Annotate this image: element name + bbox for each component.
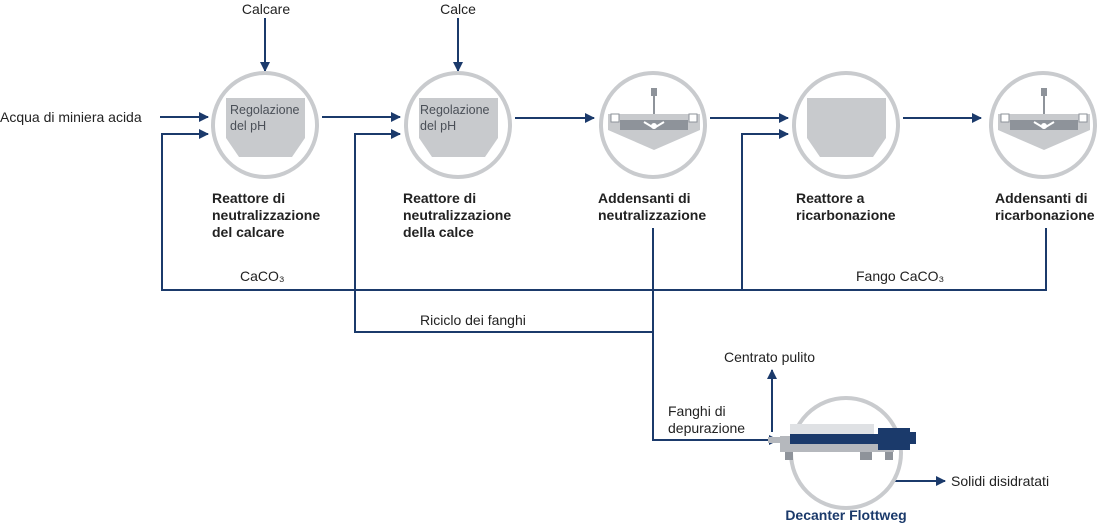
thickener1-title-line1: Addensanti di [598,190,691,206]
fanghi-label-line1: Fanghi di [668,403,726,419]
reactor-calce: Regolazione del pH [404,71,512,179]
calce-label: Calce [440,1,476,17]
caco3-recycle-line [161,129,1047,291]
reactor2-inner-label-2: del pH [420,119,456,133]
caco3-branch-line [741,129,789,290]
reactor-calcare: Regolazione del pH [211,71,319,179]
reactor-ricarbonazione [792,71,900,179]
reactor3-title-line1: Reattore a [796,190,865,206]
thickener1-title-line2: neutralizzazione [598,207,706,223]
calcare-label: Calcare [242,1,290,17]
fanghi-label-line2: depurazione [668,420,745,436]
solidi-label: Solidi disidratati [951,473,1049,489]
thickener-ricarbonazione [989,71,1097,179]
reactor1-inner-label-2: del pH [230,119,266,133]
thickener-icon [998,88,1090,150]
centrato-label: Centrato pulito [724,349,815,365]
reactor3-title-line2: ricarbonazione [796,207,896,223]
reactor1-title-line2: neutralizzazione [212,207,320,223]
reactor2-title-line1: Reattore di [403,190,476,206]
thickener2-title-line2: ricarbonazione [995,207,1095,223]
caco3-label: CaCO₃ [240,268,285,284]
fanghi-line [652,332,779,445]
reactor1-title-line1: Reattore di [212,190,285,206]
decanter-title: Decanter Flottweg [785,507,906,523]
acqua-label: Acqua di miniera acida [0,109,142,125]
reactor-vessel-icon [419,98,498,157]
decanter-unit [768,396,916,510]
thickener-neutralizzazione [599,71,707,179]
riciclo-label: Riciclo dei fanghi [420,312,526,328]
riciclo-line [354,129,654,333]
reactor1-inner-label-1: Regolazione [230,103,300,117]
reactor1-title-line3: del calcare [212,224,285,240]
reactor2-title-line2: neutralizzazione [403,207,511,223]
thickener-icon [608,88,700,150]
fango-caco3-label: Fango CaCO₃ [856,268,944,284]
reactor-vessel-icon [807,98,886,157]
thickener2-title-line1: Addensanti di [995,190,1088,206]
reactor-vessel-icon [226,98,305,157]
reactor2-inner-label-1: Regolazione [420,103,490,117]
reactor2-title-line3: della calce [403,224,474,240]
decanter-centrifuge-icon [768,424,916,460]
